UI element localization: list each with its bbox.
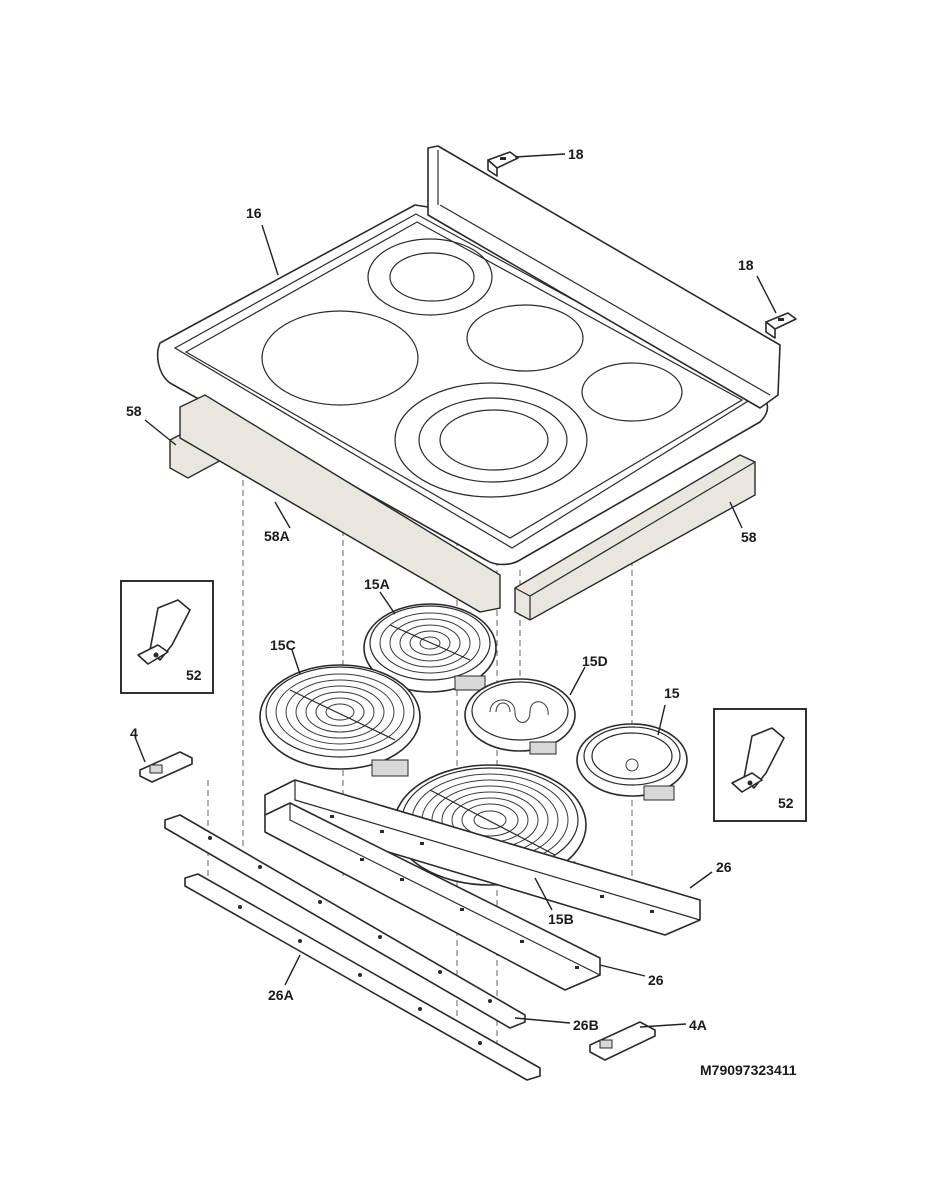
bracket-18-right (765, 312, 797, 339)
element-15 (576, 723, 688, 801)
callout-26-right: 26 (716, 859, 732, 875)
bracket-26-front (264, 802, 601, 991)
callout-58a: 58A (264, 528, 290, 544)
callout-15c: 15C (270, 637, 296, 653)
inset-box-52-left (120, 580, 214, 694)
bracket-18-top (487, 151, 519, 177)
callout-15d: 15D (582, 653, 608, 669)
rail-26b (164, 814, 526, 1029)
callout-26b: 26B (573, 1017, 599, 1033)
callout-26a: 26A (268, 987, 294, 1003)
callout-18-right: 18 (738, 257, 754, 273)
callout-16: 16 (246, 205, 262, 221)
callout-52-left: 52 (186, 667, 202, 683)
clip-4a (589, 1021, 656, 1061)
callout-4a: 4A (689, 1017, 707, 1033)
leader-lines (134, 153, 777, 1028)
clip-4 (139, 751, 193, 783)
callout-15: 15 (664, 685, 680, 701)
element-15a (363, 603, 497, 693)
cooktop-glass (156, 145, 781, 566)
insulation-58a (179, 394, 501, 613)
callout-15a: 15A (364, 576, 390, 592)
inset-box-52-right (713, 708, 807, 822)
callout-58-right: 58 (741, 529, 757, 545)
callout-26-mid: 26 (648, 972, 664, 988)
rail-26a (184, 873, 541, 1081)
callout-4: 4 (130, 725, 138, 741)
callout-52-right: 52 (778, 795, 794, 811)
element-15c (259, 664, 421, 777)
callout-labels: 18 18 16 58 58 58A 15A 15C 15D 15 15B 52… (126, 146, 797, 1078)
callout-58-left: 58 (126, 403, 142, 419)
diagram-code: M79097323411 (700, 1062, 797, 1078)
insulation-58-right (514, 454, 756, 621)
callout-18-top: 18 (568, 146, 584, 162)
callout-15b: 15B (548, 911, 574, 927)
element-15d (464, 678, 576, 755)
